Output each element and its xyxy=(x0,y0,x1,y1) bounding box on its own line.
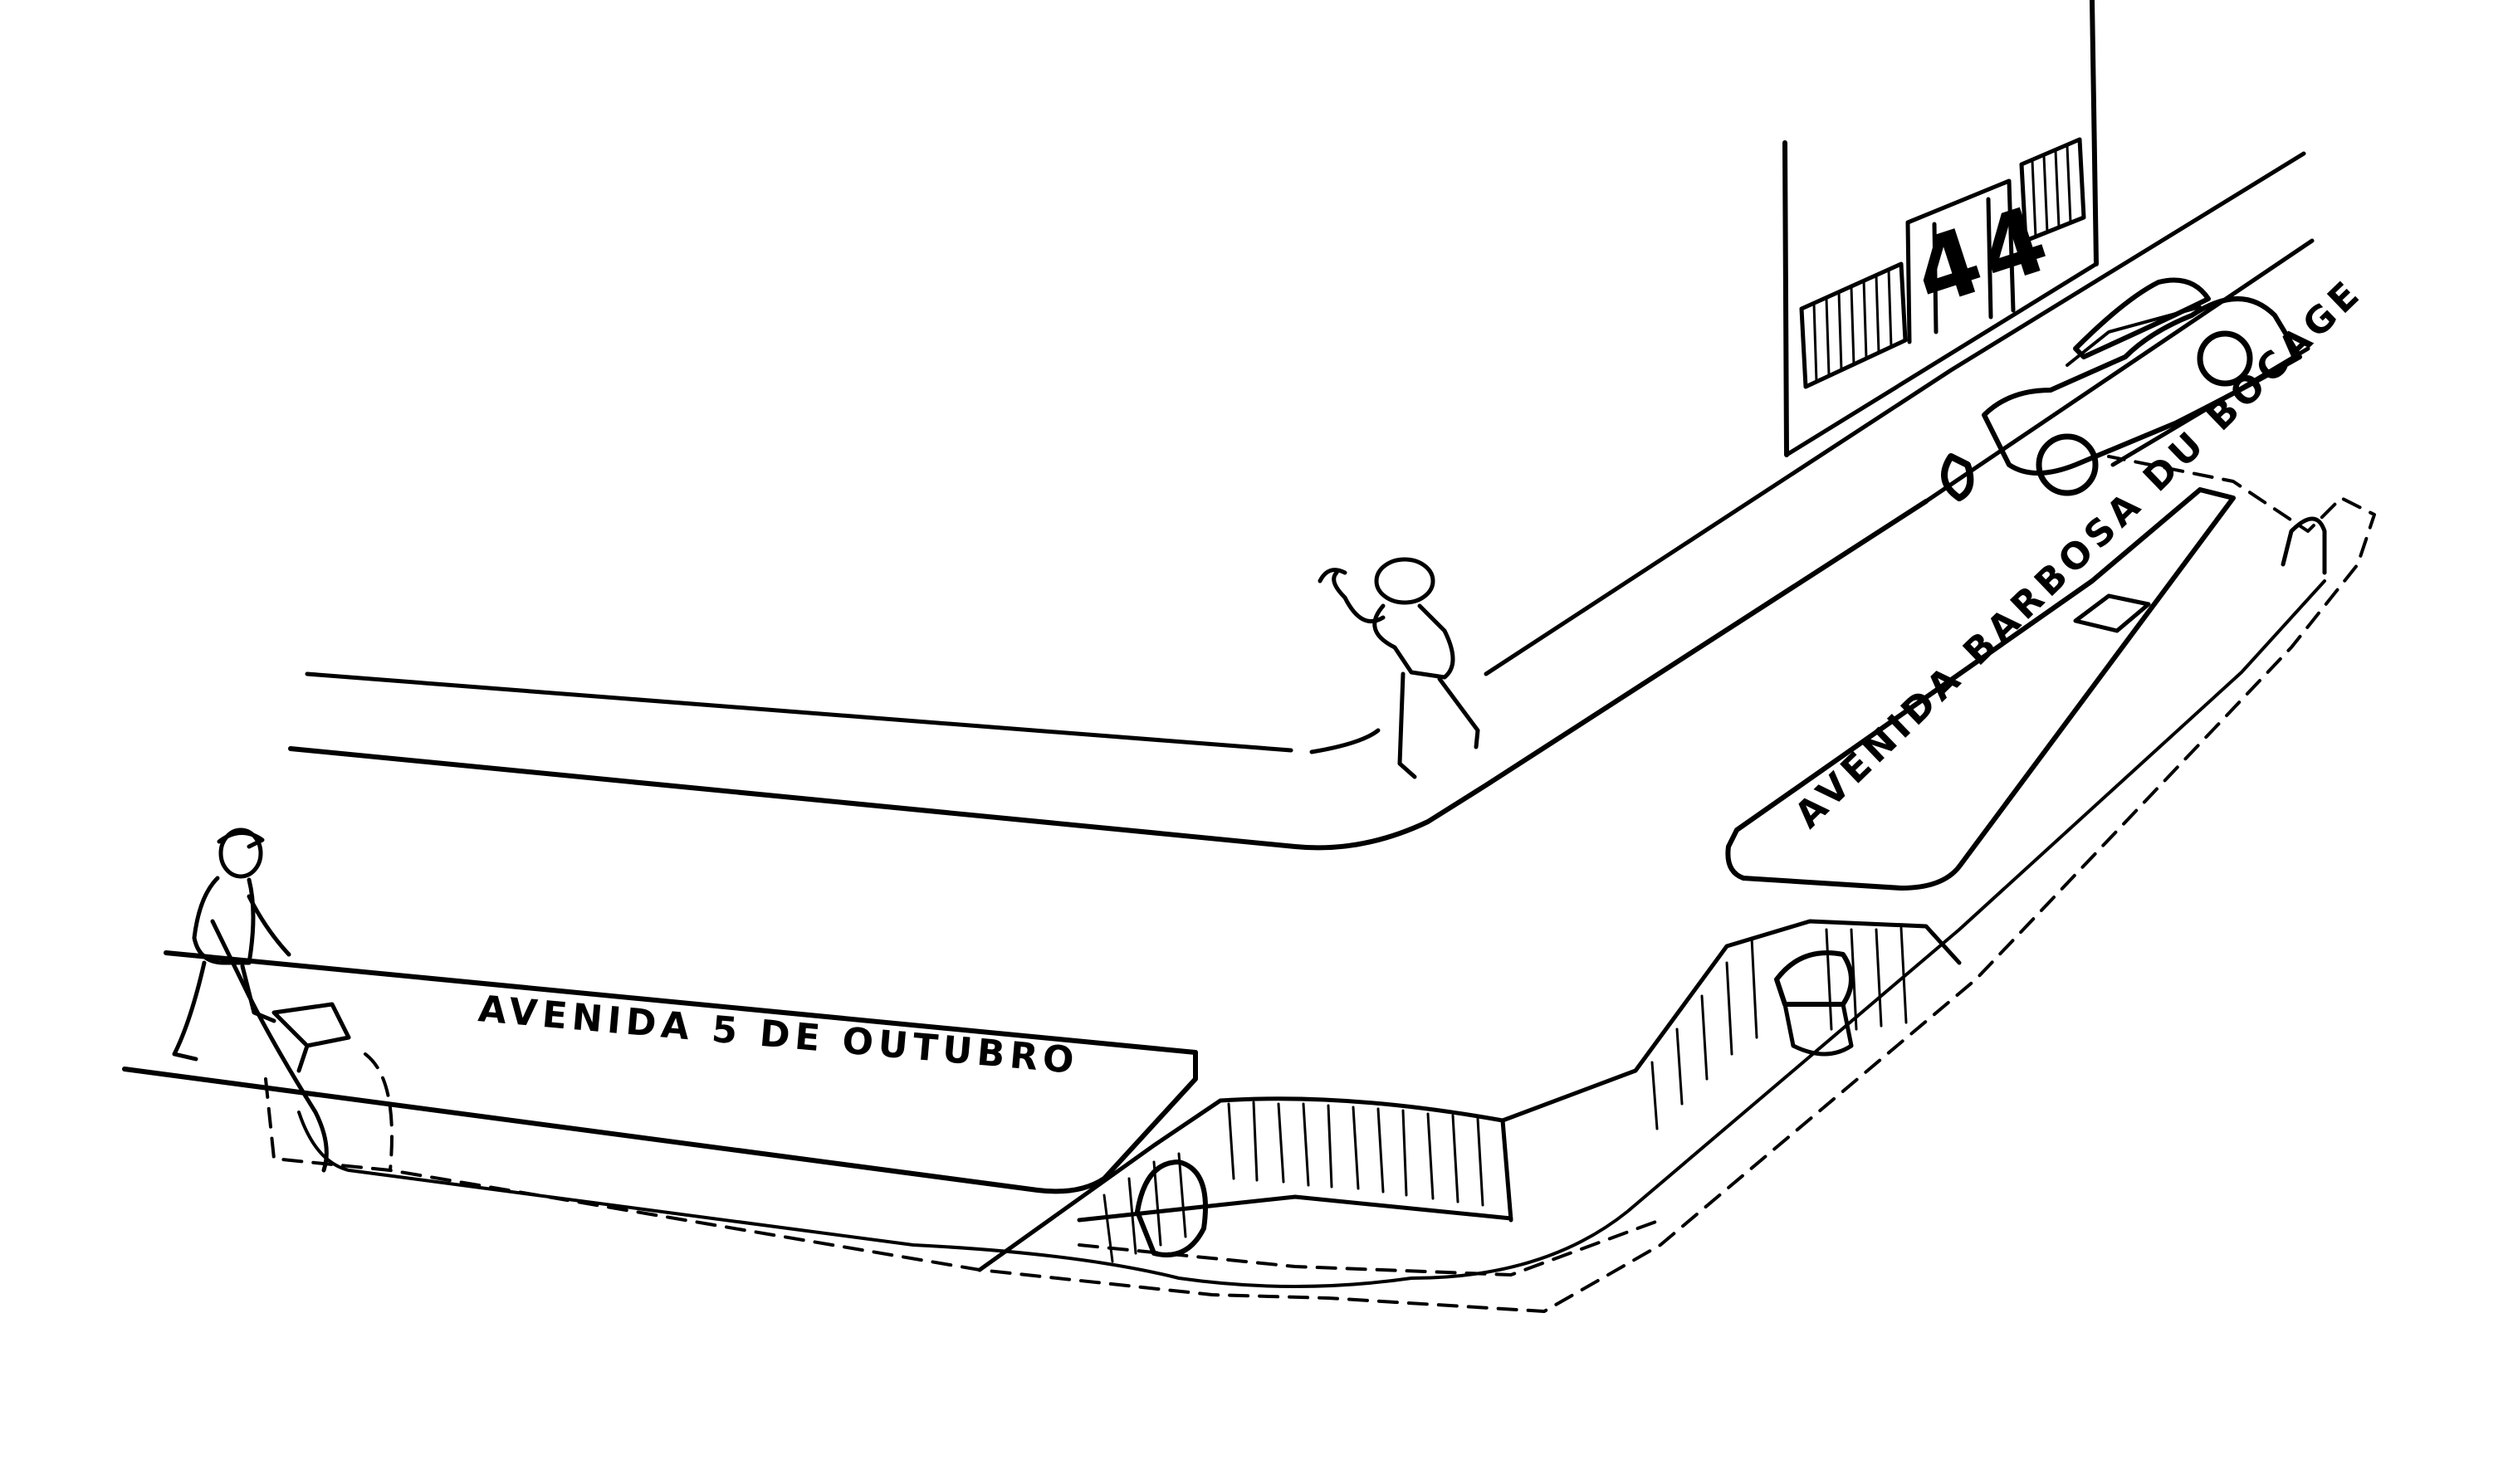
doorway-frame xyxy=(1905,178,2016,344)
worker-legs xyxy=(172,960,276,1062)
pedestrian-head xyxy=(1374,557,1435,605)
pedestrian-arm xyxy=(1318,568,1386,623)
far-curb-line-3 xyxy=(1309,728,1381,754)
camera-cable xyxy=(247,993,329,1173)
worker-head xyxy=(218,827,263,879)
car-rear-wheel xyxy=(2197,330,2253,387)
sewer-route-dashed-outer xyxy=(264,455,2376,1313)
car-front-wheel xyxy=(2036,433,2099,496)
building-base xyxy=(1784,261,2099,457)
manhole-cover xyxy=(2073,593,2151,633)
pipe-opening-left xyxy=(1135,1159,1208,1257)
left-barred-window xyxy=(1799,261,1908,389)
car-window xyxy=(2066,305,2202,367)
pedestrian-body xyxy=(1372,603,1455,680)
pipe-right-body xyxy=(1782,1002,1854,1057)
barbosa-far-edge xyxy=(1484,151,2306,676)
trench-rim xyxy=(977,919,1962,1272)
pedestrian-legs xyxy=(1397,671,1480,779)
parked-car xyxy=(1941,277,2302,501)
barbosa-block-outline xyxy=(1725,487,2236,891)
car-headlight xyxy=(1941,453,1974,501)
worker-arms xyxy=(210,894,291,998)
far-curb-line-2 xyxy=(288,499,1929,851)
pedestrian xyxy=(1318,557,1480,779)
pipe-opening-right xyxy=(1774,950,1854,1007)
worker-operator xyxy=(172,827,351,1173)
car-roof xyxy=(2073,277,2211,359)
outubro-top-edge xyxy=(164,950,1198,1055)
barbosa-mid-edge xyxy=(1924,238,2315,504)
inspection-chamber-right xyxy=(2281,516,2327,575)
building-left-wall xyxy=(1782,140,1789,457)
trench-floor xyxy=(1077,1118,1513,1223)
car-body xyxy=(1982,296,2302,476)
right-barred-window xyxy=(2019,137,2086,243)
far-curb-line-1 xyxy=(305,671,1293,753)
sewer-route-wavy xyxy=(297,579,2326,1288)
camera-cart xyxy=(271,1002,351,1073)
sewer-route-dashed-inner xyxy=(364,1052,1662,1277)
excavation-trench xyxy=(977,919,1962,1272)
sewer-route xyxy=(264,455,2376,1313)
worker-cap xyxy=(217,831,265,849)
worker-body xyxy=(192,876,256,965)
building-right-wall xyxy=(2090,0,2099,266)
